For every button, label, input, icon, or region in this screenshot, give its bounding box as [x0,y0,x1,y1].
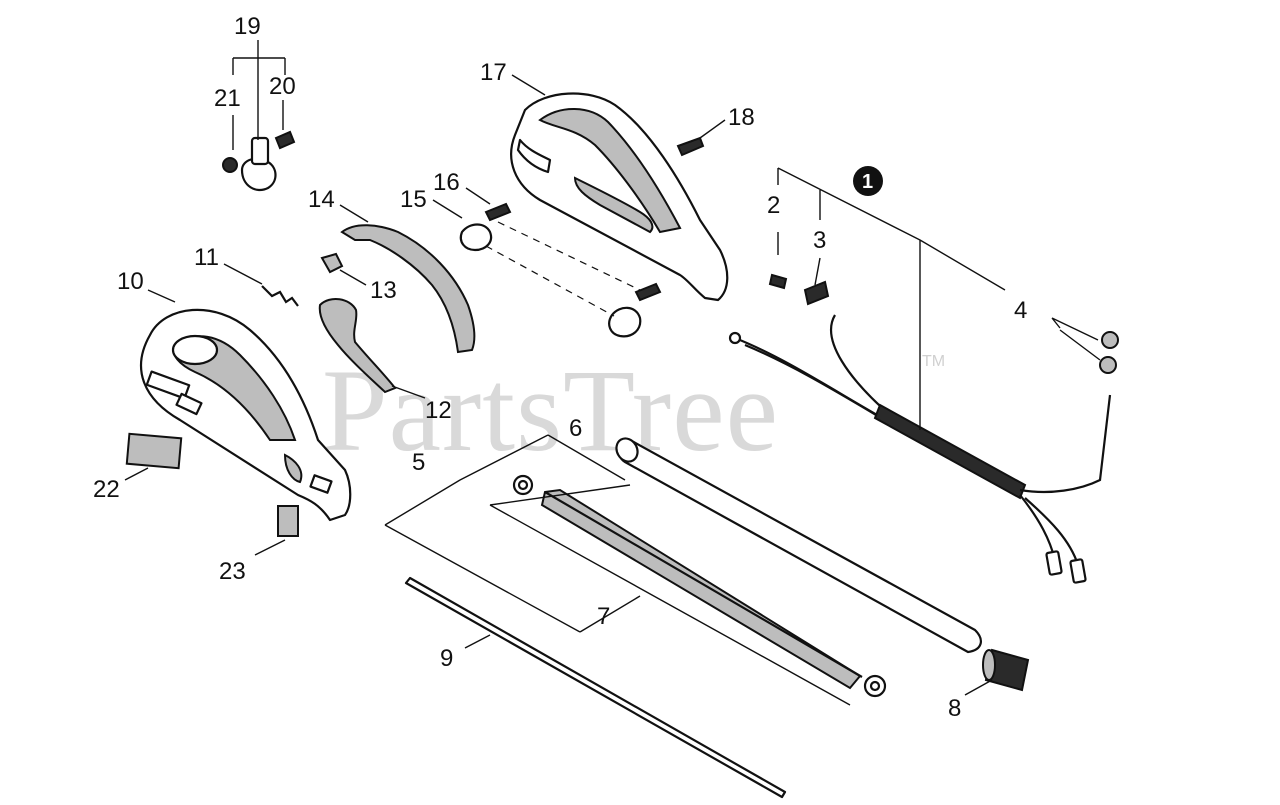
callout-12: 12 [425,397,452,424]
dashed-line-lower [485,245,615,317]
part-17-handle-housing [510,92,729,302]
part-15-clamp [459,223,493,252]
callout-14: 14 [308,186,335,213]
part-2-screw [768,273,788,290]
watermark-trademark: TM [922,353,945,370]
callout-4: 4 [1014,297,1027,324]
callout-5: 5 [412,449,425,476]
part-23-label [277,505,299,537]
part-14-lock-lever [340,224,476,354]
callout-7: 7 [597,603,610,630]
part-clamp-lower [608,282,662,338]
part-12-trigger [318,298,397,394]
part-8-grip [982,648,1030,692]
part-18-screw [676,136,705,157]
callout-2: 2 [767,192,780,219]
dashed-line-upper [497,221,641,291]
callout-10: 10 [117,268,144,295]
callout-9: 9 [440,645,453,672]
part-10-handle-housing [140,308,352,522]
leader-lines [124,40,1101,706]
callout-1: 1 [862,171,873,193]
callout-17: 17 [480,59,507,86]
callout-13: 13 [370,277,397,304]
part-16-screw [484,202,512,222]
watermark-text: PartsTree [322,345,779,476]
callout-3: 3 [813,227,826,254]
part-6-shaft-tube [615,437,982,654]
callout-18: 18 [728,104,755,131]
callout-23: 23 [219,558,246,585]
part-7-drive-rod [540,488,863,690]
part-11-spring [261,285,299,307]
callout-22: 22 [93,476,120,503]
part-5-washer-lower [863,674,887,698]
callout-6: 6 [569,415,582,442]
callout-8: 8 [948,695,961,722]
part-5-washer-upper [512,474,534,496]
part-1-cable-assembly [728,314,1112,584]
part-4-nuts [1099,331,1119,374]
callout-21: 21 [214,85,241,112]
callout-1-badge [853,166,883,196]
part-9-flex-shaft [404,576,787,799]
callout-19: 19 [234,13,261,40]
part-3-clip [803,280,830,306]
part-19-clamp-assembly [222,130,296,192]
callout-16: 16 [433,169,460,196]
part-22-label [125,432,183,470]
part-13-clip [320,252,344,274]
callout-labels: 19 20 21 17 18 16 15 14 11 13 10 12 22 2… [93,13,1027,722]
callout-15: 15 [400,186,427,213]
callout-20: 20 [269,73,296,100]
callout-11: 11 [194,244,219,271]
